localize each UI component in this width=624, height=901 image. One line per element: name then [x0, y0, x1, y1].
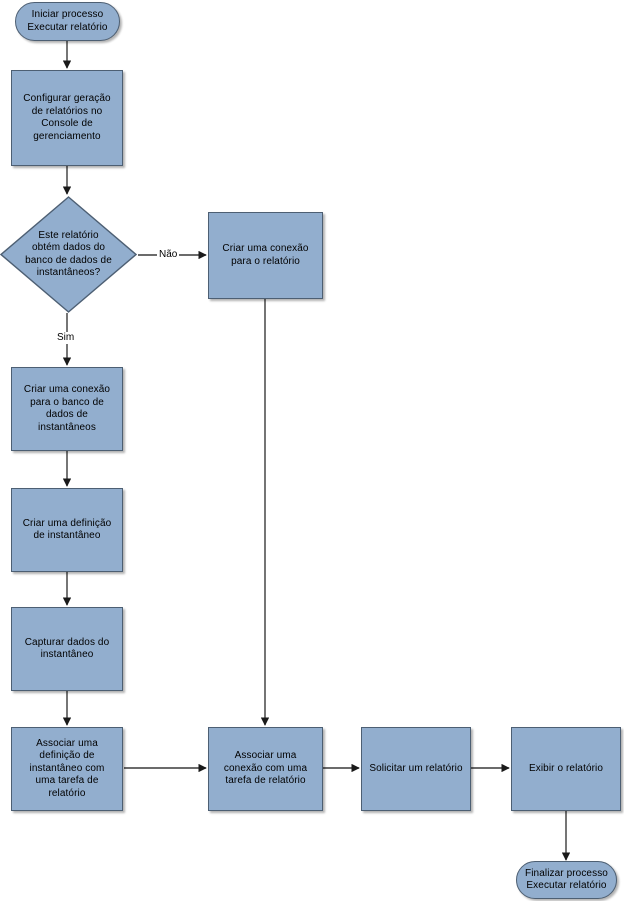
node-end-label: Finalizar processo Executar relatório	[525, 867, 608, 892]
node-associar-conexao[interactable]: Associar uma conexão com uma tarefa de r…	[208, 727, 323, 811]
node-solicitar-relatorio[interactable]: Solicitar um relatório	[361, 727, 471, 811]
node-start-label: Iniciar processo Executar relatório	[27, 9, 108, 33]
node-criar-conexao-banco-label: Criar uma conexão para o banco de dados …	[23, 384, 111, 433]
node-criar-conexao-relatorio[interactable]: Criar uma conexão para o relatório	[208, 212, 323, 299]
node-capturar-dados[interactable]: Capturar dados do instantâneo	[11, 607, 123, 691]
node-configurar-geracao-label: Configurar geração de relatórios no Cons…	[23, 93, 111, 142]
node-associar-definicao[interactable]: Associar uma definição de instantâneo co…	[11, 727, 123, 811]
node-exibir-relatorio-label: Exibir o relatório	[528, 762, 604, 774]
node-configurar-geracao[interactable]: Configurar geração de relatórios no Cons…	[11, 70, 123, 166]
edge-label-sim: Sim	[55, 332, 77, 344]
edge-label-nao: Não	[157, 249, 180, 261]
node-decision-snapshot-db-label: Este relatório obtém dados do banco de d…	[25, 229, 112, 279]
node-criar-conexao-banco[interactable]: Criar uma conexão para o banco de dados …	[11, 367, 123, 451]
node-associar-conexao-label: Associar uma conexão com uma tarefa de r…	[223, 750, 308, 787]
node-solicitar-relatorio-label: Solicitar um relatório	[369, 762, 463, 774]
node-criar-definicao-instantaneo[interactable]: Criar uma definição de instantâneo	[11, 488, 123, 572]
node-decision-snapshot-db[interactable]: Este relatório obtém dados do banco de d…	[0, 196, 137, 313]
node-associar-definicao-label: Associar uma definição de instantâneo co…	[29, 737, 105, 799]
diamond-shape-icon	[0, 196, 137, 313]
node-capturar-dados-label: Capturar dados do instantâneo	[24, 636, 110, 661]
node-start[interactable]: Iniciar processo Executar relatório	[15, 2, 120, 41]
node-exibir-relatorio[interactable]: Exibir o relatório	[511, 727, 621, 811]
node-criar-definicao-instantaneo-label: Criar uma definição de instantâneo	[22, 517, 112, 542]
node-criar-conexao-relatorio-label: Criar uma conexão para o relatório	[222, 243, 309, 267]
node-end[interactable]: Finalizar processo Executar relatório	[516, 861, 617, 899]
